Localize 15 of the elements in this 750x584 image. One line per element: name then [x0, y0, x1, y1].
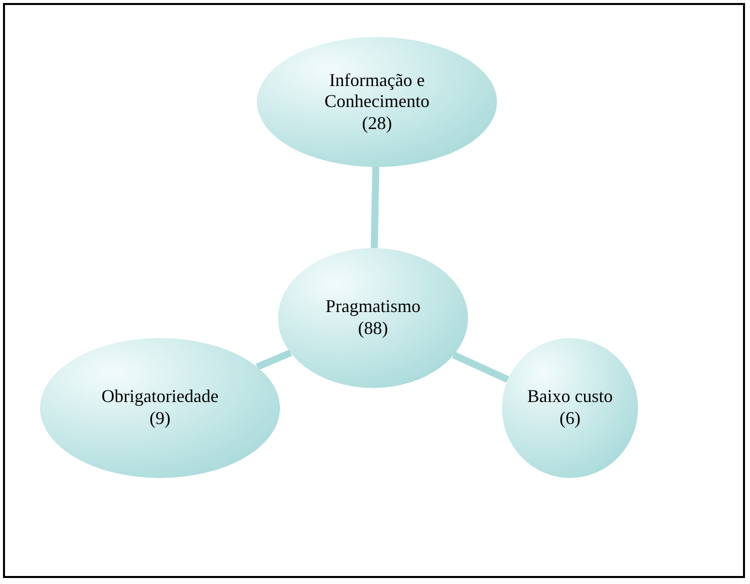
node-label: Pragmatismo — [326, 296, 420, 318]
connector-line — [256, 350, 292, 370]
count-label: (6) — [560, 408, 580, 430]
node-label: Baixo custo — [527, 386, 613, 408]
node-label: Informação e Conhecimento — [324, 70, 430, 113]
ellipse-node — [278, 248, 468, 388]
ellipse-node — [502, 338, 638, 478]
ellipse-node — [257, 37, 497, 167]
connector-line — [370, 166, 380, 248]
count-label: (9) — [150, 408, 170, 430]
node-label: Obrigatoriedade — [102, 386, 218, 408]
ellipse-node — [40, 338, 280, 478]
connector-line — [452, 352, 510, 383]
count-label: (28) — [362, 112, 392, 134]
count-label: (88) — [358, 318, 388, 340]
